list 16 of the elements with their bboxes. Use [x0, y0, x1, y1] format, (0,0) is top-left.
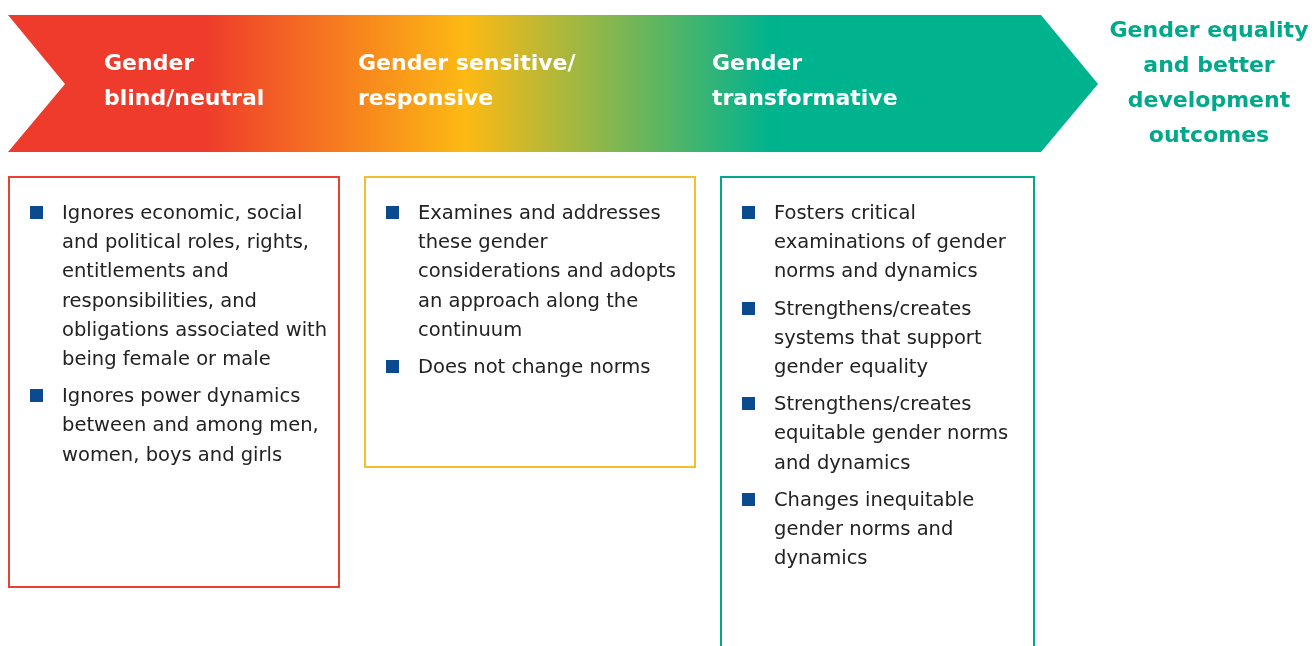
- bullet-text: Examines and addresses these gender considerations and adopts an approach along the continuum: [384, 198, 686, 344]
- description-box: [8, 176, 340, 588]
- bullet-text: Ignores economic, social and political roles, rights, entitlements and responsibilities, and obligations associated with being female or male: [28, 198, 330, 374]
- bullet-text: Does not change norms: [384, 352, 686, 382]
- bullet-text: Strengthens/creates equitable gender norms and dynamics: [740, 389, 1025, 477]
- stage-heading: Gender blind/neutral: [104, 49, 266, 112]
- bullet-text: Ignores power dynamics between and among men, women, boys and girls: [28, 381, 330, 469]
- stage-heading: Gender sensitive/ responsive: [358, 49, 577, 112]
- gradient-arrow-band: [8, 15, 1098, 152]
- description-box: [720, 176, 1035, 646]
- bullet-text: Changes inequitable gender norms and dynamics: [740, 484, 1025, 573]
- stage-heading: Gender transformative: [712, 49, 899, 112]
- outcome-text: Gender equality and better development outcomes: [1108, 16, 1310, 149]
- bullet-text: Fosters critical examinations of gender norms and dynamics: [740, 198, 1025, 286]
- description-box: [364, 176, 696, 468]
- bullet-text: Strengthens/creates systems that support gender equality: [740, 293, 1025, 382]
